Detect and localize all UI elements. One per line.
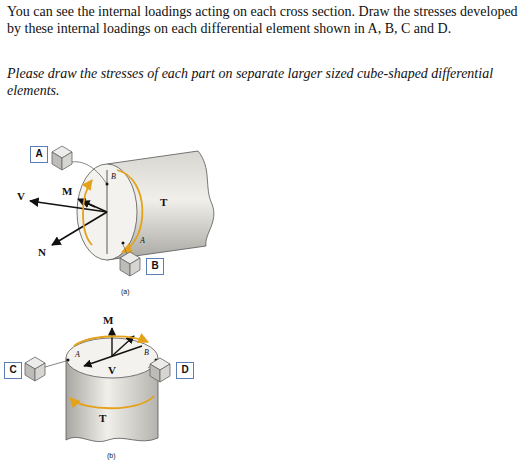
point-label: B [144,348,149,357]
element-tag-box: B [146,258,164,275]
point-label: A [140,236,145,245]
moment-label: M [103,314,113,326]
problem-statement: You can see the internal loadings acting… [7,4,519,37]
force-label: V [17,190,25,202]
element-letter: B [147,260,163,272]
torque-label: T [99,412,106,424]
figure-caption: (a) [121,288,130,296]
point-label: A [75,350,80,359]
force-label: V [108,364,116,376]
force-label: N [38,246,46,258]
element-letter: D [177,364,193,376]
element-tag-box: D [176,362,194,379]
element-letter: C [5,364,21,376]
element-letter: A [31,148,47,160]
torque-label: T [160,196,167,208]
point-label: B [111,172,116,181]
element-tag-box: A [30,146,48,163]
instruction-note: Please draw the stresses of each part on… [7,66,519,99]
element-tag-box: C [4,362,22,379]
moment-label: M [62,185,72,197]
figure-caption: (b) [107,452,116,460]
